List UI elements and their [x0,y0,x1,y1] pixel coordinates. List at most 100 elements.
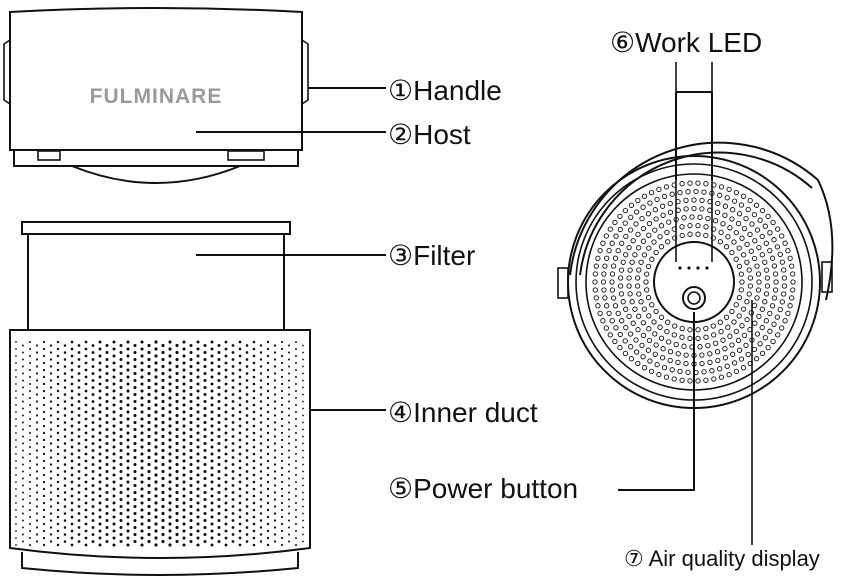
duct-hole [259,449,263,452]
duct-hole [210,466,214,470]
duct-hole [154,473,158,477]
duct-hole [119,343,123,348]
duct-hole [259,379,263,382]
duct-hole [105,526,109,529]
duct-hole [273,526,277,529]
duct-hole [49,491,53,494]
duct-hole [15,502,17,504]
duct-hole [182,480,186,484]
duct-hole [49,372,53,375]
top-hole [746,291,752,297]
duct-hole [133,427,137,432]
duct-hole [302,344,304,347]
duct-hole [302,505,304,508]
top-hole [733,368,740,375]
duct-hole [295,537,297,539]
duct-hole [273,491,277,494]
duct-hole [63,365,67,368]
duct-hole [56,347,60,351]
duct-hole [259,435,263,438]
duct-hole [168,445,172,449]
duct-hole [196,438,200,442]
duct-hole [28,347,32,351]
duct-hole [154,508,158,512]
top-hole [613,325,619,331]
duct-hole [280,452,284,456]
duct-hole [133,497,137,502]
duct-hole [112,522,116,526]
top-hole [646,326,652,332]
duct-hole [280,354,284,358]
duct-hole [112,368,116,372]
duct-hole [280,459,284,463]
duct-hole [217,456,221,459]
duct-hole [210,382,214,386]
duct-hole [126,522,130,526]
led-dot [705,266,709,270]
duct-hole [280,536,284,540]
duct-hole [287,477,291,480]
duct-hole [133,420,137,425]
duct-hole [280,487,284,491]
duct-hole [175,413,179,418]
duct-hole [70,396,74,400]
duct-hole [119,518,123,523]
duct-hole [35,407,39,410]
top-hole [630,238,636,244]
top-hole [765,213,771,220]
duct-hole [217,414,221,417]
top-hole [789,295,795,301]
top-hole [689,214,695,220]
host-clip-left [37,150,61,161]
duct-hole [98,424,102,428]
top-hole [628,344,634,350]
top-hole [603,233,609,239]
duct-hole [231,512,235,515]
top-hole [703,377,709,383]
label-work-led: ⑥Work LED [610,27,762,58]
duct-hole [98,438,102,442]
duct-hole [266,396,270,400]
duct-hole [84,543,88,547]
duct-hole [91,519,95,522]
duct-hole [203,525,207,530]
duct-hole [22,400,24,403]
top-hole [653,249,659,256]
top-hole [632,252,638,258]
top-hole [754,295,760,301]
duct-hole [175,504,179,509]
duct-hole [91,540,95,543]
duct-hole [49,393,53,396]
duct-hole [231,414,235,417]
top-hole [602,295,608,301]
duct-hole [217,428,221,431]
top-hole [638,299,644,305]
duct-hole [238,543,242,547]
top-hole [592,279,598,285]
duct-hole [203,490,207,495]
top-hole [738,287,744,293]
duct-hole [252,431,256,435]
duct-hole [84,501,88,505]
duct-hole [154,354,158,358]
duct-hole [266,480,270,484]
duct-hole [302,512,304,515]
duct-hole [35,449,39,452]
duct-hole [259,477,263,480]
duct-hole [161,343,165,348]
duct-hole [280,396,284,400]
duct-hole [182,417,186,421]
duct-hole [280,431,284,435]
top-hole [736,313,742,319]
duct-hole [302,519,304,522]
duct-hole [175,455,179,460]
host-base [13,150,299,167]
duct-hole [252,445,256,449]
duct-hole [112,403,116,407]
duct-hole [105,470,109,473]
duct-hole [210,515,214,519]
duct-hole [22,533,24,536]
duct-hole [259,400,263,403]
duct-hole [175,539,179,544]
top-hole [626,283,632,289]
